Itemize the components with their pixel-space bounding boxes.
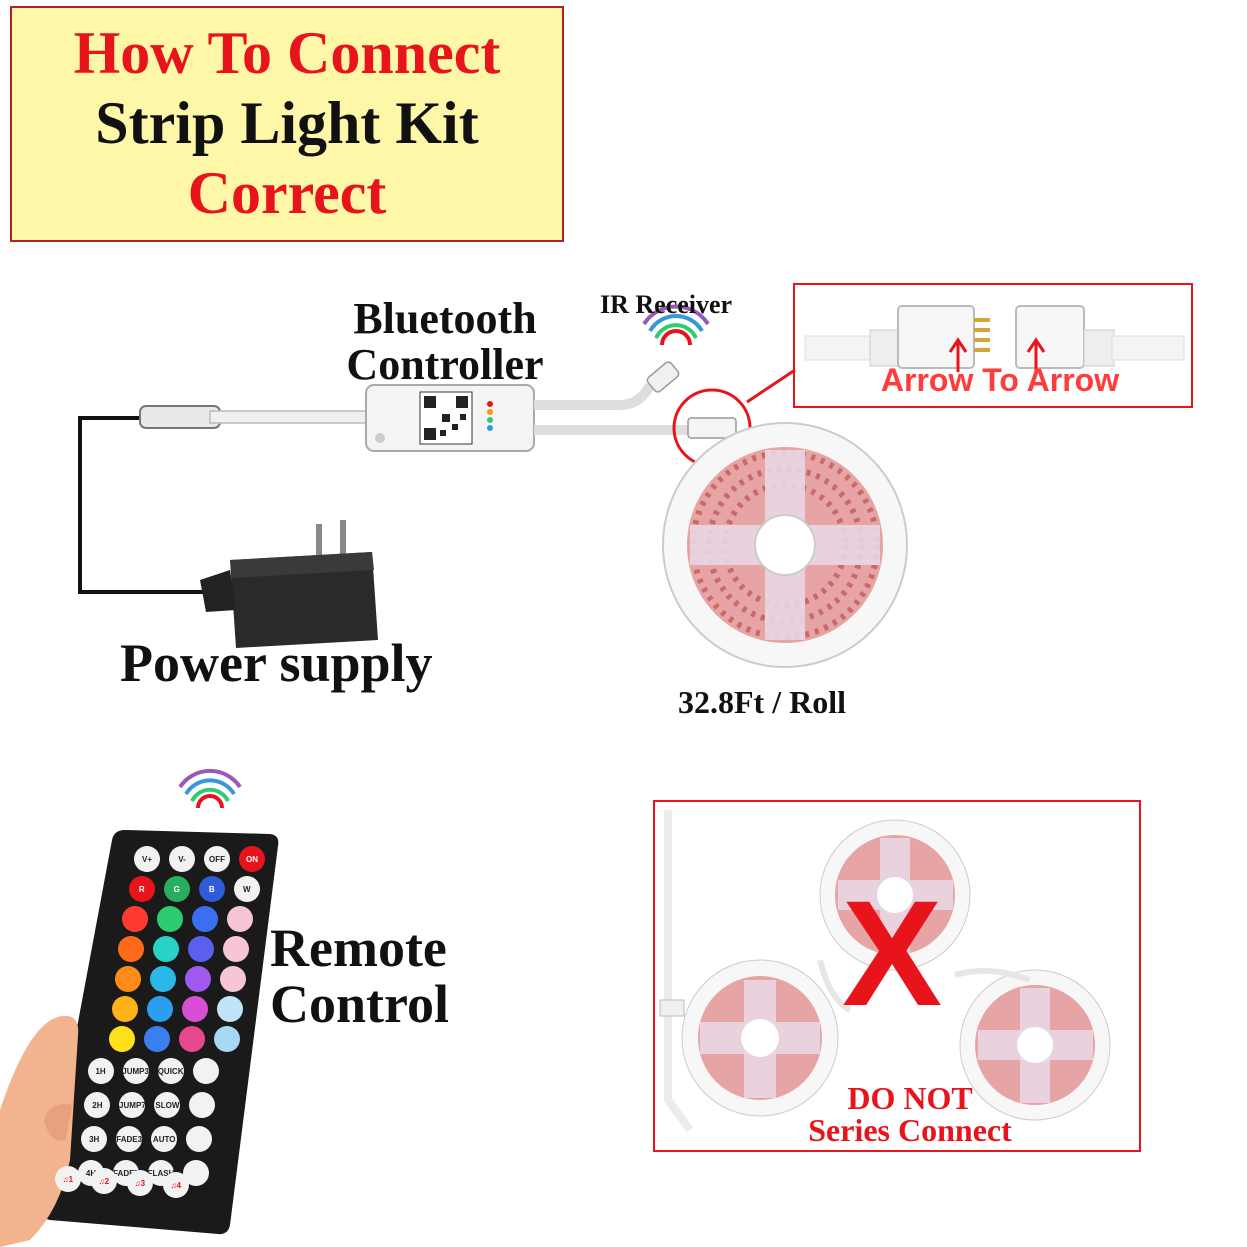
ir-receiver-label: IR Receiver [600,290,733,319]
roll-length-label: 32.8Ft / Roll [678,684,846,720]
bluetooth-label-line-1: Bluetooth [353,294,537,343]
bluetooth-label-line-2: Controller [346,340,544,389]
arrow-to-arrow-text: Arrow To Arrow [880,362,1120,398]
connector-zoom-illustration [804,305,1185,372]
title-line-1: How To Connect [73,20,501,86]
dc-plug [139,405,221,429]
title-box: How To Connect Strip Light Kit Correct [10,6,564,242]
warning-line-1: DO NOT [847,1080,973,1116]
remote-label-line-1: Remote [270,918,447,978]
x-mark-icon: X [842,869,943,1037]
title-line-2: Strip Light Kit [95,90,479,156]
warning-text: DO NOT Series Connect [760,1082,1060,1146]
title-line-3: Correct [187,160,387,226]
ir-receiver-head [646,361,680,393]
warning-line-2: Series Connect [808,1112,1012,1148]
bluetooth-controller-label: Bluetooth Controller [330,296,560,388]
remote-control [0,830,279,1247]
warning-illustration [659,810,1111,1133]
power-cable [78,416,220,594]
power-adapter [200,520,378,648]
warning-box [653,800,1141,1152]
led-roll-main [662,422,908,668]
bluetooth-controller [365,384,535,452]
remote-label-line-2: Control [270,974,450,1034]
power-supply-label: Power supply [120,633,433,693]
remote-control-label: Remote Control [270,920,449,1032]
remote-signal-icon [178,768,242,809]
ir-signal-icon [642,304,710,346]
connector-zoom-box [793,283,1193,408]
